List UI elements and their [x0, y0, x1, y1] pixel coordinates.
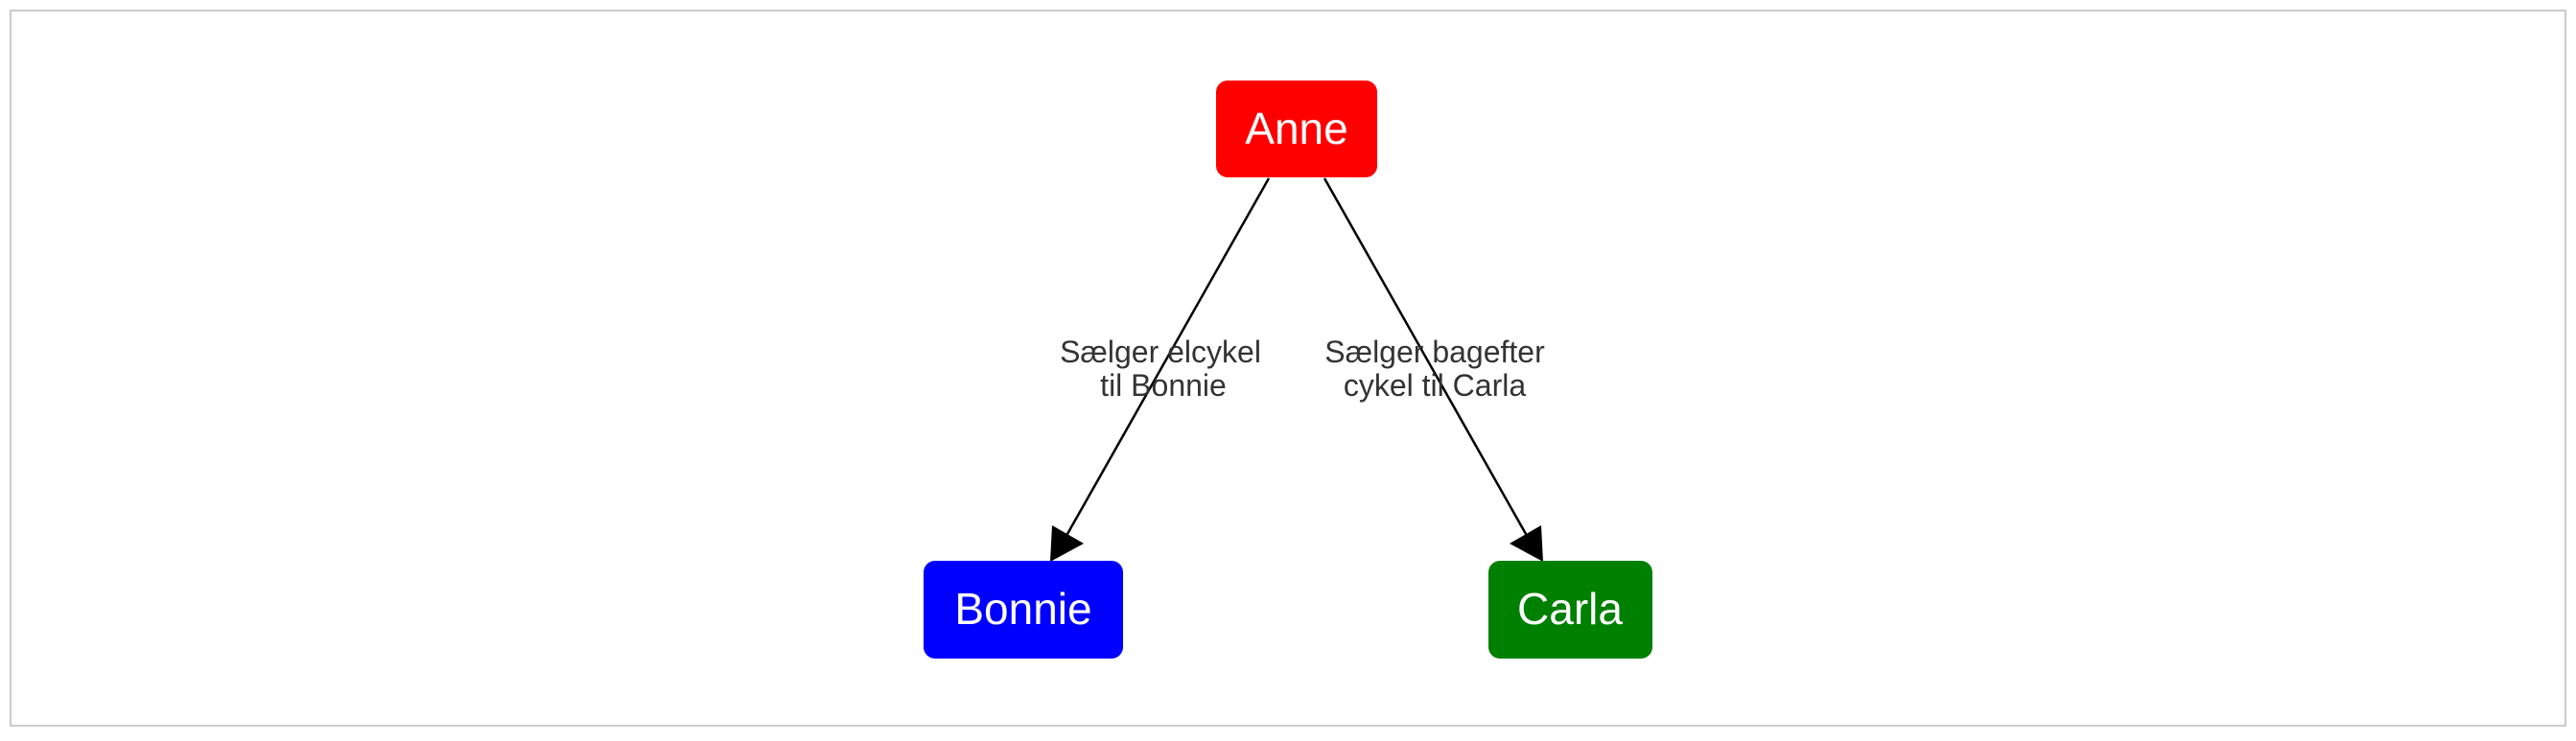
node-bonnie-box [924, 561, 1123, 659]
node-carla: Carla [1488, 561, 1652, 659]
edge-anne-bonnie [1050, 177, 1271, 562]
arrowhead-bonnie [1050, 525, 1084, 562]
edge-line-anne-carla [1323, 177, 1540, 557]
edge-label-line-1: Sælger elcykel [1060, 335, 1261, 369]
node-carla-label: Carla [1517, 584, 1623, 634]
edge-label-line-1: Sælger bagefter [1324, 335, 1545, 369]
arrowhead-carla [1510, 525, 1543, 562]
edge-line-anne-bonnie [1053, 177, 1271, 557]
node-bonnie: Bonnie [924, 561, 1123, 659]
node-anne-box [1216, 81, 1377, 177]
edge-label-line-2: til Bonnie [1100, 368, 1227, 403]
edge-label-anne-bonnie: Sælger elcykel til Bonnie [1060, 335, 1261, 403]
node-anne: Anne [1216, 81, 1377, 177]
node-carla-box [1488, 561, 1652, 659]
edge-label-line-2: cykel til Carla [1344, 368, 1526, 403]
edge-anne-carla [1323, 177, 1543, 562]
edge-label-anne-carla: Sælger bagefter cykel til Carla [1324, 335, 1545, 403]
node-bonnie-label: Bonnie [954, 584, 1091, 634]
node-anne-label: Anne [1245, 104, 1347, 153]
